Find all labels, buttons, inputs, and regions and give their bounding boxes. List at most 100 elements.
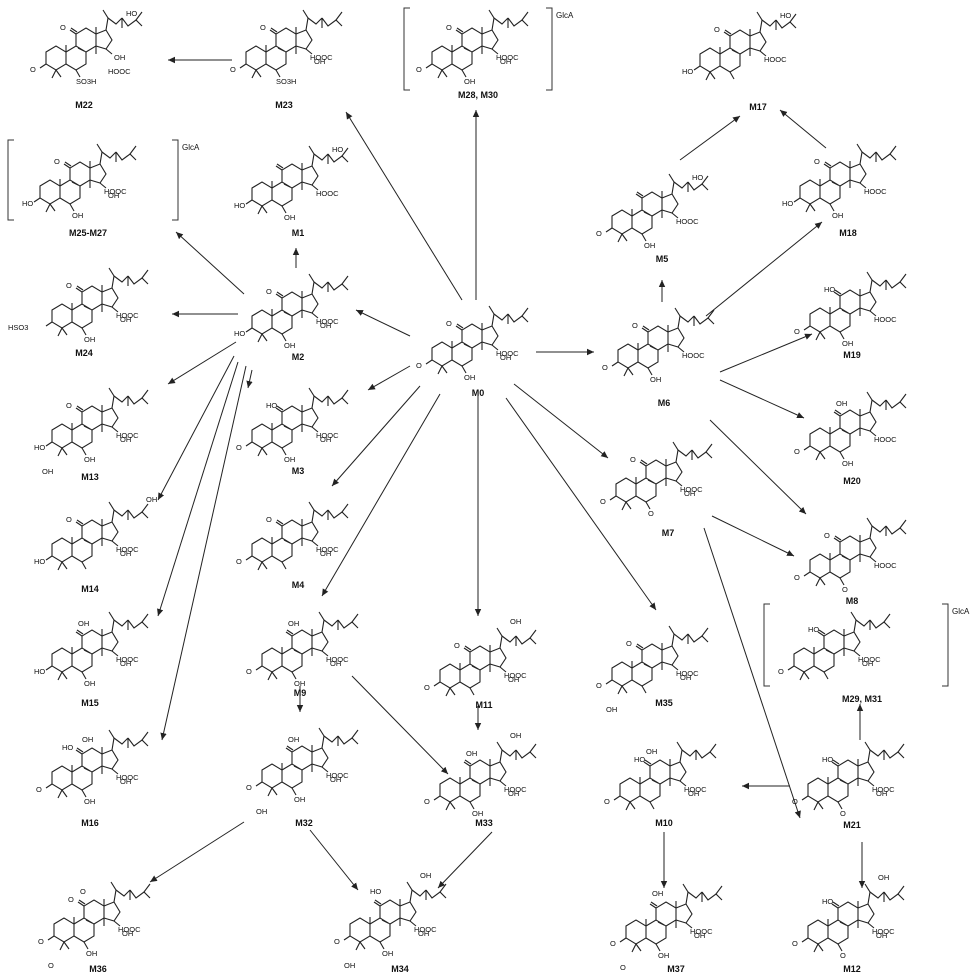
label-m22: M22 (75, 100, 93, 110)
svg-text:O: O (610, 939, 616, 948)
label-m20: M20 (843, 476, 861, 486)
svg-text:O: O (792, 797, 798, 806)
svg-text:OH: OH (876, 931, 887, 940)
label-m12: M12 (843, 964, 861, 974)
svg-text:HOOC: HOOC (676, 669, 699, 678)
svg-text:O: O (446, 319, 452, 328)
svg-text:OH: OH (122, 929, 133, 938)
svg-text:OH: OH (832, 211, 843, 220)
svg-text:HO: HO (266, 401, 277, 410)
svg-text:OH: OH (320, 549, 331, 558)
svg-text:O: O (824, 531, 830, 540)
svg-text:O: O (778, 667, 784, 676)
arrow-m6-m8 (709, 419, 807, 515)
compound-m0: HOOC OH OH O O (416, 305, 529, 382)
svg-text:OH: OH (842, 339, 853, 348)
label-m1: M1 (292, 228, 305, 238)
label-m23: M23 (275, 100, 293, 110)
svg-text:HO: HO (62, 743, 73, 752)
svg-text:OH: OH (314, 57, 325, 66)
svg-text:HOOC: HOOC (316, 431, 339, 440)
svg-text:O: O (246, 667, 252, 676)
svg-text:HOOC: HOOC (116, 655, 139, 664)
compound-m6: HOOC OH O O (602, 307, 715, 384)
svg-text:HO: HO (234, 329, 245, 338)
svg-text:OH: OH (120, 315, 131, 324)
svg-text:O: O (454, 641, 460, 650)
label-m21: M21 (843, 820, 861, 830)
label-m18: M18 (839, 228, 857, 238)
pathway-arrows (149, 56, 866, 891)
svg-text:O: O (842, 585, 848, 594)
compound-m2: HOOC OH OH O HO (234, 273, 349, 350)
svg-text:OH: OH (344, 961, 355, 970)
svg-text:HOOC: HOOC (316, 317, 339, 326)
arrow-m0-m23 (345, 111, 463, 301)
svg-text:OH: OH (120, 549, 131, 558)
arrow-m0-m4 (331, 385, 421, 487)
arrow-m32-m34 (309, 829, 359, 891)
arrow-m6-m20 (719, 379, 805, 419)
compound-m28: HOOC OH OH O O (416, 9, 529, 86)
arrow-m0-m9 (321, 393, 441, 597)
svg-text:OH: OH (146, 495, 157, 504)
svg-text:OH: OH (82, 735, 93, 744)
arrow-m2-m13 (167, 341, 237, 385)
svg-text:OH: OH (288, 735, 299, 744)
svg-text:HOOC: HOOC (414, 925, 437, 934)
svg-text:OH: OH (606, 705, 617, 714)
svg-text:O: O (840, 809, 846, 818)
svg-text:HO: HO (780, 11, 791, 20)
svg-text:OH: OH (382, 949, 393, 958)
label-m9: M9 (294, 688, 307, 698)
svg-text:HOOC: HOOC (116, 311, 139, 320)
compound-m20: HOOC OH OH O (794, 391, 907, 468)
arrow-m0-m3 (367, 365, 411, 391)
svg-text:OH: OH (684, 489, 695, 498)
compound-m5: HOOC HO OH O (596, 173, 709, 250)
compound-m8: HOOC O O O (794, 517, 907, 594)
svg-text:O: O (236, 443, 242, 452)
compound-m4: HOOC OH O O (236, 501, 349, 571)
svg-text:OH: OH (84, 455, 95, 464)
arrow-m7-m8 (711, 515, 795, 557)
svg-text:OH: OH (294, 679, 305, 688)
compound-m9: HOOC OH OH OH O (246, 611, 359, 688)
svg-text:O: O (66, 515, 72, 524)
label-m8: M8 (846, 596, 859, 606)
svg-text:O: O (424, 797, 430, 806)
compound-m17: HOOC HO O HO (682, 11, 797, 81)
svg-text:O: O (648, 509, 654, 518)
svg-text:OH: OH (510, 731, 521, 740)
label-m3: M3 (292, 466, 305, 476)
svg-text:O: O (38, 937, 44, 946)
svg-text:OH: OH (420, 871, 431, 880)
svg-text:O: O (794, 447, 800, 456)
svg-text:HOOC: HOOC (680, 485, 703, 494)
svg-text:O: O (48, 961, 54, 970)
label-m17: M17 (749, 102, 767, 112)
svg-text:O: O (714, 25, 720, 34)
label-m15: M15 (81, 698, 99, 708)
svg-text:OH: OH (508, 675, 519, 684)
svg-text:OH: OH (120, 777, 131, 786)
svg-text:O: O (416, 361, 422, 370)
compound-m22: HOOC OH HO O O SO3H (30, 9, 143, 86)
arrow-m0-m2 (355, 309, 411, 337)
arrow-m33-m34 (437, 831, 493, 889)
svg-text:HOOC: HOOC (326, 655, 349, 664)
glca-label-m28: GlcA (556, 11, 574, 20)
svg-text:OH: OH (500, 57, 511, 66)
svg-text:OH: OH (284, 213, 295, 222)
arrow-m2-m16 (160, 365, 247, 741)
svg-text:HOOC: HOOC (872, 927, 895, 936)
svg-text:HOOC: HOOC (764, 55, 787, 64)
svg-text:HO: HO (782, 199, 793, 208)
svg-text:O: O (600, 497, 606, 506)
label-m29: M29, M31 (842, 694, 882, 704)
svg-text:HOOC: HOOC (116, 545, 139, 554)
svg-text:O: O (260, 23, 266, 32)
svg-text:O: O (60, 23, 66, 32)
svg-text:OH: OH (876, 789, 887, 798)
